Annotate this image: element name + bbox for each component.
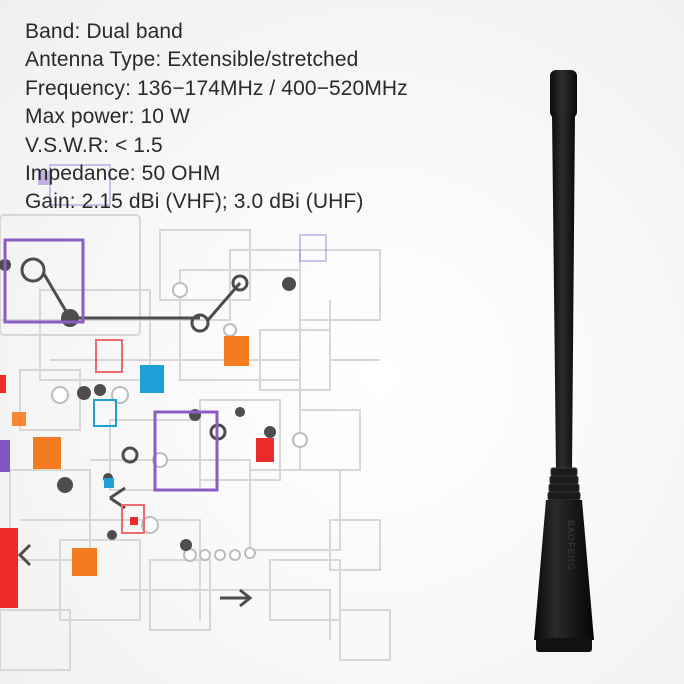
antenna-tip bbox=[550, 70, 577, 118]
spec-vswr: V.S.W.R: < 1.5 bbox=[25, 133, 163, 157]
spec-gain: Gain: 2.15 dBi (VHF); 3.0 dBi (UHF) bbox=[25, 190, 364, 214]
spec-max-power: Max power: 10 W bbox=[25, 105, 190, 129]
spec-antenna-type: Antenna Type: Extensible/stretched bbox=[25, 48, 359, 72]
spec-impedance: Impedance: 50 OHM bbox=[25, 162, 221, 186]
antenna-whip bbox=[552, 112, 575, 470]
antenna-brand-logo: BAOFENG bbox=[566, 520, 576, 571]
spec-list: Band: Dual band Antenna Type: Extensible… bbox=[25, 18, 408, 217]
spec-frequency: Frequency: 136−174MHz / 400−520MHz bbox=[25, 76, 408, 100]
antenna-collar bbox=[547, 467, 581, 501]
antenna-connector bbox=[536, 638, 592, 652]
spec-band: Band: Dual band bbox=[25, 20, 183, 43]
antenna-base bbox=[534, 500, 594, 640]
